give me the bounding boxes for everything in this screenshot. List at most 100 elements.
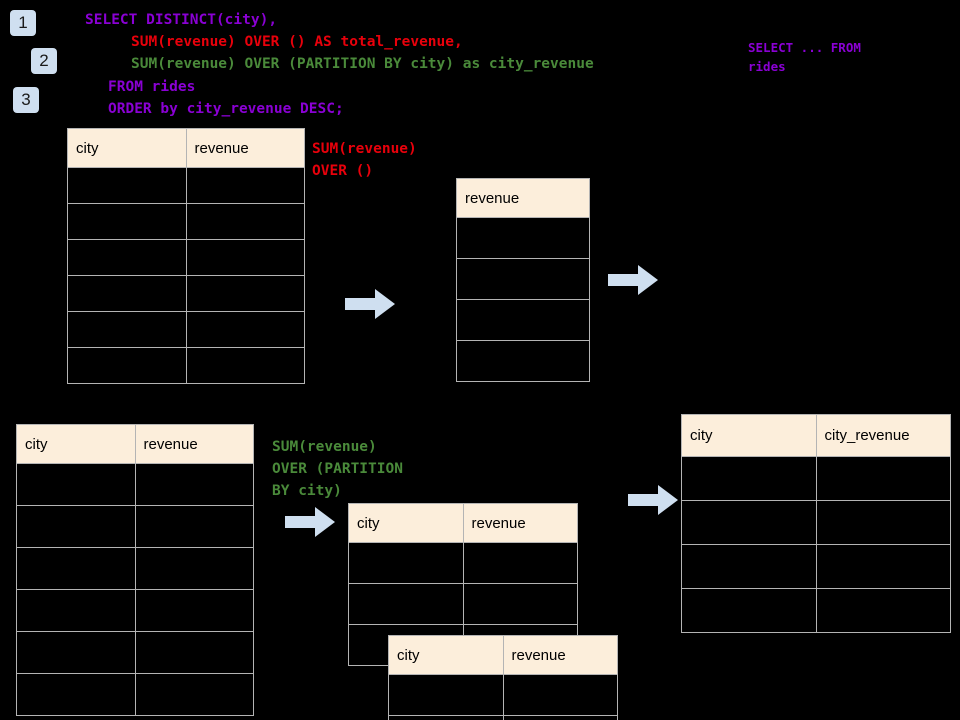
table-row — [456, 340, 590, 382]
table-header-row: revenue — [456, 178, 590, 218]
cell — [348, 542, 464, 584]
table-row — [388, 674, 618, 716]
col-header-city: city — [16, 424, 136, 464]
sql-line-select-distinct: SELECT DISTINCT(city), — [85, 12, 278, 28]
cell — [456, 299, 590, 341]
table-row — [16, 505, 254, 548]
table-header-row: city city_revenue — [681, 414, 951, 457]
table-row — [67, 275, 305, 312]
cell — [67, 239, 187, 276]
table-row — [67, 203, 305, 240]
cell — [388, 715, 504, 720]
table-row — [67, 239, 305, 276]
sql-line-from-rides: FROM rides — [108, 79, 196, 95]
col-header-city-revenue: city_revenue — [815, 414, 951, 457]
col-header-revenue: revenue — [185, 128, 305, 168]
cell — [462, 542, 578, 584]
col-header-revenue: revenue — [462, 503, 578, 543]
step-badge-2: 2 — [31, 48, 57, 74]
result-city-revenue-table: city city_revenue — [681, 414, 951, 633]
table-row — [16, 589, 254, 632]
table-header-row: city revenue — [67, 128, 305, 168]
cell — [134, 505, 254, 548]
total-revenue-table: revenue — [456, 178, 590, 382]
cell — [16, 463, 136, 506]
table-row — [456, 217, 590, 259]
cell — [502, 715, 618, 720]
sql-line-order-by: ORDER by city_revenue DESC; — [108, 101, 344, 117]
table-row — [16, 631, 254, 674]
cell — [134, 463, 254, 506]
cell — [185, 203, 305, 240]
cell — [185, 311, 305, 348]
table-header-row: city revenue — [16, 424, 254, 464]
cell — [462, 583, 578, 625]
cell — [134, 631, 254, 674]
cell — [67, 275, 187, 312]
table-row — [16, 463, 254, 506]
cell — [815, 500, 951, 545]
cell — [456, 340, 590, 382]
table-row — [67, 167, 305, 204]
table-header-row: city revenue — [388, 635, 618, 675]
cell — [815, 588, 951, 633]
annotation-sum-over-empty: SUM(revenue) OVER () — [312, 141, 417, 179]
cell — [681, 588, 817, 633]
step-badge-1: 1 — [10, 10, 36, 36]
table-header-row: city revenue — [348, 503, 578, 543]
col-header-revenue: revenue — [456, 178, 590, 218]
cell — [185, 167, 305, 204]
cell — [815, 544, 951, 589]
col-header-revenue: revenue — [502, 635, 618, 675]
arrow-group-to-result — [628, 485, 678, 515]
sql-line-sum-over-empty: SUM(revenue) OVER () AS total_revenue, — [131, 34, 463, 50]
col-header-city: city — [348, 503, 464, 543]
cell — [456, 217, 590, 259]
partition-group-back-table: city revenue — [348, 503, 578, 666]
table-row — [67, 347, 305, 384]
cell — [67, 347, 187, 384]
table-row — [681, 456, 951, 501]
cell — [67, 311, 187, 348]
cell — [16, 631, 136, 674]
step-badge-3: 3 — [13, 87, 39, 113]
annotation-select-from-rides: SELECT ... FROM rides — [748, 40, 861, 74]
cell — [388, 674, 504, 716]
cell — [815, 456, 951, 501]
table-row — [348, 583, 578, 625]
col-header-city: city — [681, 414, 817, 457]
partition-group-front-table: city revenue — [388, 635, 618, 720]
cell — [185, 275, 305, 312]
cell — [67, 167, 187, 204]
cell — [681, 500, 817, 545]
arrow-source-to-total — [345, 289, 395, 319]
source-rides-table: city revenue — [67, 128, 305, 384]
cell — [16, 589, 136, 632]
cell — [456, 258, 590, 300]
cell — [134, 673, 254, 716]
cell — [185, 347, 305, 384]
table-row — [456, 258, 590, 300]
table-row — [681, 588, 951, 633]
table-row — [388, 715, 618, 720]
col-header-revenue: revenue — [134, 424, 254, 464]
arrow-partition-source-to-group — [285, 507, 335, 537]
col-header-city: city — [388, 635, 504, 675]
cell — [681, 456, 817, 501]
cell — [348, 583, 464, 625]
table-row — [16, 673, 254, 716]
cell — [16, 505, 136, 548]
cell — [16, 673, 136, 716]
table-row — [16, 547, 254, 590]
cell — [134, 589, 254, 632]
arrow-total-to-result — [608, 265, 658, 295]
col-header-city: city — [67, 128, 187, 168]
cell — [67, 203, 187, 240]
partition-source-table: city revenue — [16, 424, 254, 716]
cell — [185, 239, 305, 276]
table-row — [681, 500, 951, 545]
table-row — [67, 311, 305, 348]
cell — [16, 547, 136, 590]
cell — [502, 674, 618, 716]
